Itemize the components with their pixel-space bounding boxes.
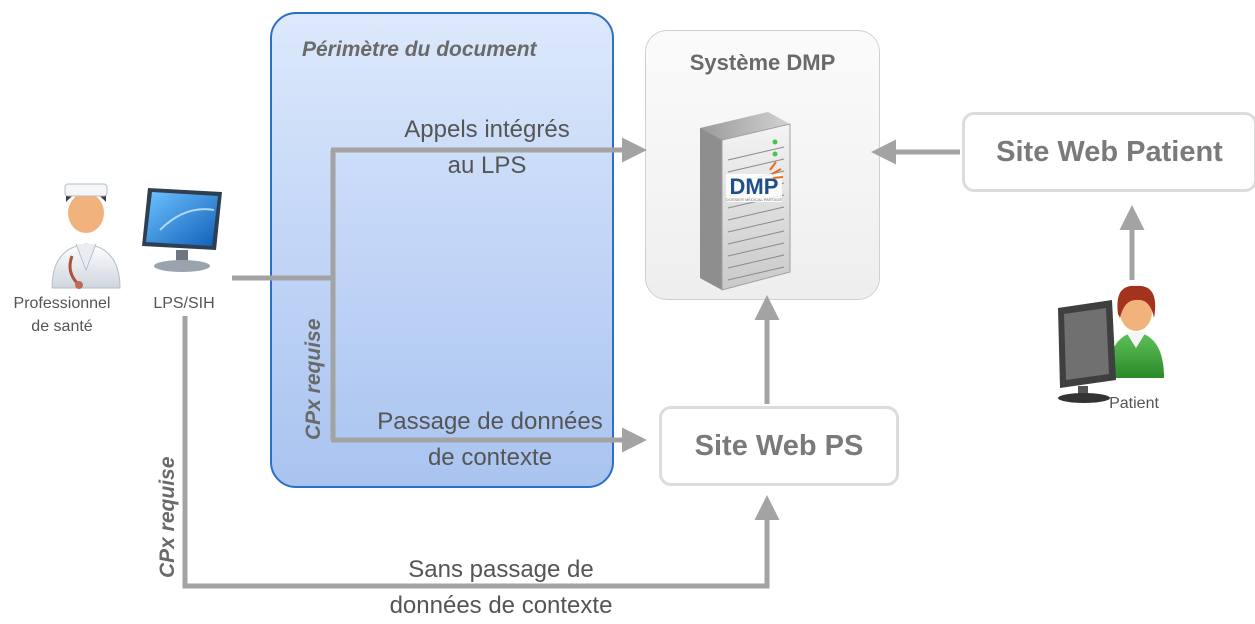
dmp-logo-subtext: DOSSIER MÉDICAL PARTAGÉ: [726, 197, 783, 202]
patient-label: Patient: [1109, 395, 1159, 412]
passage-line-2: de contexte: [427, 444, 553, 471]
appels-line-1: Appels intégrés: [404, 116, 570, 143]
dmp-system-title: Système DMP: [689, 50, 836, 75]
lps-monitor-icon: [142, 188, 222, 272]
professionnel-line-2: de santé: [31, 318, 93, 335]
document-perimeter-zone: [270, 12, 614, 488]
site-web-patient-label: Site Web Patient: [996, 135, 1223, 168]
perimeter-title: Périmètre du document: [302, 38, 537, 61]
passage-line-1: Passage de données: [377, 408, 603, 435]
site-web-ps-label: Site Web PS: [694, 429, 864, 462]
flow-connectors: [182, 137, 1145, 589]
sans-passage-label: Sans passage de données de contexte: [360, 552, 642, 624]
dmp-logo-text: DMP: [730, 174, 779, 199]
appels-integres-label: Appels intégrés au LPS: [366, 112, 608, 184]
sans-line-1: Sans passage de: [408, 556, 594, 583]
doctor-icon: [51, 183, 121, 289]
site-web-patient-box: Site Web Patient: [962, 112, 1255, 192]
professionnel-label: Professionnel de santé: [0, 292, 124, 338]
site-web-ps-box: Site Web PS: [659, 406, 899, 486]
dmp-server-icon: DMP DOSSIER MÉDICAL PARTAGÉ: [700, 112, 791, 291]
left-cpx-label: CPx requise: [156, 456, 179, 578]
passage-donnees-label: Passage de données de contexte: [362, 404, 618, 476]
arrow-sans-passage: [182, 316, 780, 589]
perimeter-cpx-label: CPx requise: [302, 318, 325, 440]
lps-label: LPS/SIH: [153, 295, 215, 312]
professionnel-line-1: Professionnel: [13, 295, 111, 312]
patient-icon: [1058, 285, 1164, 403]
appels-line-2: au LPS: [447, 152, 527, 179]
sans-line-2: données de contexte: [389, 592, 613, 619]
